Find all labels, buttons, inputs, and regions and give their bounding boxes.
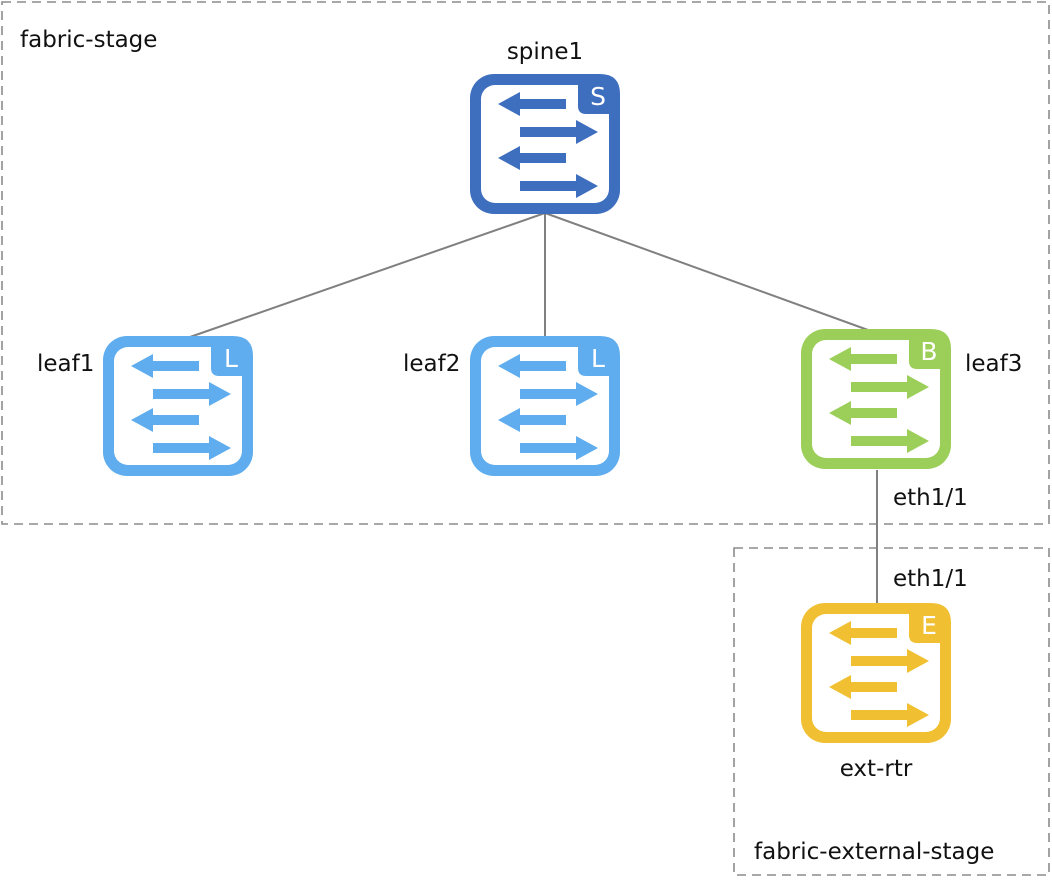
node-label: ext-rtr [840,756,913,782]
arrow-right-icon [520,382,598,406]
arrow-left-icon [498,146,566,170]
arrow-right-icon [520,120,598,144]
arrow-right-icon [851,375,929,399]
node-badge: L [224,344,238,373]
arrow-left-icon [498,92,566,116]
arrow-left-icon [829,675,897,699]
switch-icon: S [470,74,620,214]
switch-icon: L [103,336,253,476]
links: eth1/1 eth1/1 [189,212,968,603]
node-label: leaf1 [37,351,94,377]
arrow-left-icon [829,347,897,371]
node-badge: L [591,344,605,373]
arrow-right-icon [153,382,231,406]
zone-label: fabric-stage [20,27,157,53]
arrow-right-icon [153,436,231,460]
node-label: leaf3 [965,351,1022,377]
arrow-left-icon [131,408,199,432]
switch-icon: E [801,603,951,743]
switch-icon: B [801,329,951,469]
node-label: leaf2 [403,351,460,377]
port-label-leaf3: eth1/1 [893,485,968,511]
zone-fabric-stage: fabric-stage [1,1,1050,525]
link-spine1-leaf1 [189,212,546,338]
node-badge: S [590,82,606,111]
arrow-left-icon [829,401,897,425]
port-label-ext-rtr: eth1/1 [893,566,968,592]
node-ext-rtr[interactable]: E ext-rtr [801,603,951,782]
arrow-left-icon [829,621,897,645]
node-leaf3[interactable]: B leaf3 [801,329,1022,469]
arrow-left-icon [498,408,566,432]
node-badge: B [920,337,937,366]
arrow-right-icon [520,174,598,198]
link-spine1-leaf3 [544,212,869,331]
node-spine1[interactable]: S spine1 [470,39,620,214]
switch-icon: L [470,336,620,476]
arrow-right-icon [520,436,598,460]
node-leaf2[interactable]: L leaf2 [403,336,620,476]
arrow-left-icon [131,354,199,378]
node-badge: E [921,611,937,640]
zone-label: fabric-external-stage [754,839,994,865]
arrow-right-icon [851,649,929,673]
node-label: spine1 [507,39,583,65]
node-leaf1[interactable]: L leaf1 [37,336,253,476]
arrow-right-icon [851,429,929,453]
zone-fabric-external-stage: fabric-external-stage [733,547,1050,876]
arrow-left-icon [498,354,566,378]
arrow-right-icon [851,703,929,727]
